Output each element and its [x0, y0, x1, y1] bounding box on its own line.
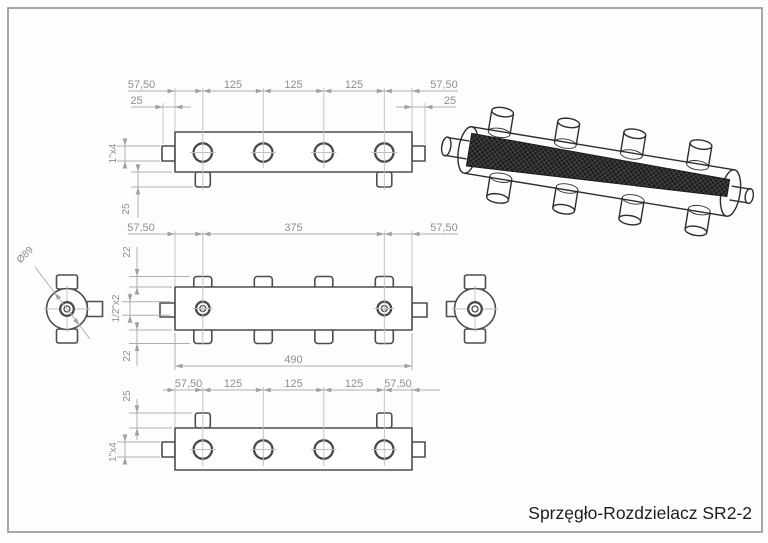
dim-label: 490 — [284, 354, 302, 366]
dim-label: 125 — [284, 79, 302, 91]
dim-label: 57,50 — [127, 222, 155, 234]
dim-label: 57,50 — [128, 79, 156, 91]
dim-label: 25 — [122, 390, 133, 402]
drawing-title: Sprzęgło-Rozdzielacz SR2-2 — [528, 503, 752, 523]
bottom-view-ports — [190, 437, 398, 462]
plan-view: 57,50 375 57,50 22 1/2"x2 22 490 — [111, 222, 458, 370]
dim-label: 1/2"x2 — [111, 294, 122, 322]
side-port-right — [411, 145, 426, 162]
iso-bottom-stubs — [485, 172, 711, 237]
top-view-ports — [190, 140, 398, 165]
side-port-left — [161, 145, 176, 162]
dim-label: 25 — [444, 95, 456, 107]
bottom-view: 57,50 125 125 125 57,50 25 1"x4 — [108, 378, 440, 471]
manifold-body — [174, 427, 413, 471]
iso-top-stubs — [487, 106, 713, 171]
dim-label: 1"x4 — [108, 143, 119, 163]
dim-label: 125 — [284, 378, 302, 390]
side-port-right — [411, 302, 428, 318]
dim-label: 1"x4 — [108, 442, 119, 462]
right-end-view — [445, 274, 498, 344]
dim-label: 57,50 — [430, 79, 458, 91]
dim-label: 125 — [345, 378, 363, 390]
manifold-body — [174, 131, 413, 173]
plan-view-ports — [193, 299, 395, 318]
plan-view-dimensions: 57,50 375 57,50 22 1/2"x2 22 490 — [111, 222, 458, 370]
sheet-border — [7, 7, 763, 533]
port-bore — [471, 305, 479, 313]
side-port-left — [161, 441, 176, 458]
dim-label: 125 — [224, 378, 242, 390]
dim-label: 57,50 — [384, 378, 412, 390]
iso-view — [440, 106, 755, 237]
left-end-view: Ø89 — [15, 244, 104, 344]
plan-view-centerlines — [174, 231, 413, 344]
bottom-view-dimensions: 57,50 125 125 125 57,50 25 1"x4 — [108, 378, 440, 465]
port-bore — [63, 305, 71, 313]
bottom-view-centerlines — [174, 387, 413, 466]
port-circle — [467, 301, 483, 317]
iso-side-stubs — [440, 136, 755, 205]
iso-mesh-band — [465, 132, 731, 198]
top-view-dimensions: 57,50 125 125 125 57,50 25 25 1"x4 25 — [108, 79, 458, 218]
dim-label: Ø89 — [15, 244, 36, 265]
bottom-tab — [253, 328, 274, 345]
dim-label: 375 — [284, 222, 302, 234]
dim-label: 22 — [122, 246, 133, 258]
dim-label: 57,50 — [175, 378, 203, 390]
bottom-view-body — [161, 412, 426, 471]
top-view: 57,50 125 125 125 57,50 25 25 1"x4 25 — [108, 79, 458, 218]
diameter-leader — [34, 266, 91, 340]
dim-label: 57,50 — [430, 222, 458, 234]
top-view-body — [161, 131, 426, 188]
dim-label: 125 — [224, 79, 242, 91]
dim-label: 22 — [122, 350, 133, 362]
side-port-right — [411, 441, 426, 458]
dim-label: 125 — [345, 79, 363, 91]
top-view-centerlines — [162, 88, 426, 190]
bottom-tab — [313, 328, 334, 345]
manifold-body — [174, 286, 413, 331]
dim-label: 25 — [121, 203, 132, 215]
dim-label: 25 — [130, 95, 142, 107]
